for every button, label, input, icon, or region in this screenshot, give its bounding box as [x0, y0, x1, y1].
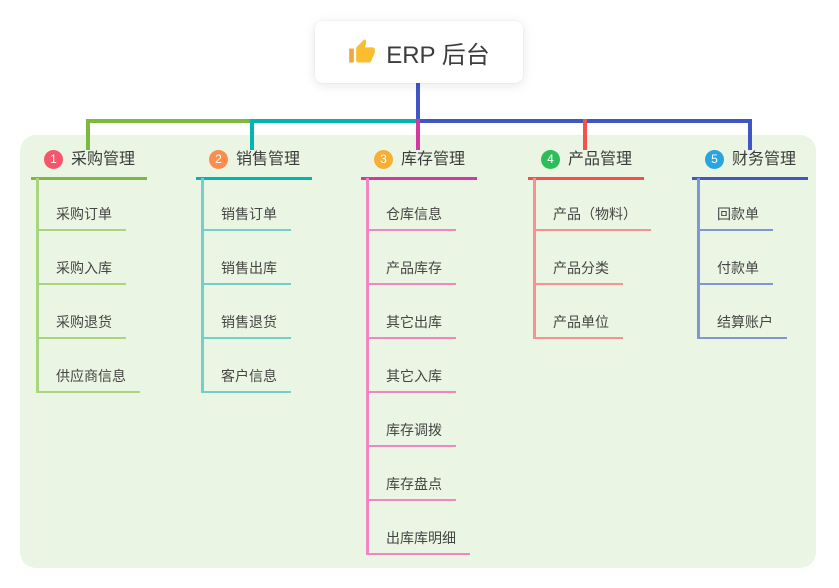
node-label: 结算账户: [717, 314, 773, 330]
branch-spine-inventory: [366, 178, 369, 555]
node-label: 采购退货: [56, 314, 112, 330]
mindmap-node[interactable]: 销售退货: [201, 314, 291, 339]
mindmap-node[interactable]: 其它出库: [366, 314, 456, 339]
mindmap-node[interactable]: 产品库存: [366, 260, 456, 285]
node-label: 其它入库: [386, 368, 442, 384]
node-label: 采购入库: [56, 260, 112, 276]
mindmap-node[interactable]: 结算账户: [697, 314, 787, 339]
branch-spine-sales: [201, 178, 204, 393]
branch-spine-product: [533, 178, 536, 339]
branch-label: 财务管理: [732, 151, 797, 168]
node-label: 产品单位: [553, 314, 609, 330]
mindmap-node[interactable]: 付款单: [697, 260, 773, 285]
branch-badge: 1: [44, 150, 63, 169]
mindmap-node[interactable]: 采购退货: [36, 314, 126, 339]
node-label: 库存盘点: [386, 476, 442, 492]
branch-badge: 5: [705, 150, 724, 169]
node-label: 产品分类: [553, 260, 609, 276]
mindmap-node[interactable]: 库存调拨: [366, 422, 456, 447]
branch-badge: 3: [374, 150, 393, 169]
branch-node-inventory[interactable]: 3 库存管理: [361, 149, 478, 180]
mindmap-node[interactable]: 仓库信息: [366, 206, 456, 231]
mindmap-node[interactable]: 库存盘点: [366, 476, 456, 501]
mindmap-node[interactable]: 产品（物料）: [533, 206, 651, 231]
branch-badge: 2: [209, 150, 228, 169]
branch-label: 采购管理: [71, 151, 136, 168]
drop-line-finance: [748, 119, 752, 150]
branch-badge: 4: [541, 150, 560, 169]
node-label: 库存调拨: [386, 422, 442, 438]
node-label: 产品（物料）: [553, 206, 637, 222]
root-node[interactable]: ERP 后台: [315, 21, 523, 83]
bus-line-sales: [252, 119, 418, 123]
branch-node-product[interactable]: 4 产品管理: [528, 149, 645, 180]
branch-label: 销售管理: [236, 151, 301, 168]
mindmap-node[interactable]: 产品分类: [533, 260, 623, 285]
mindmap-node[interactable]: 采购入库: [36, 260, 126, 285]
branch-node-sales[interactable]: 2 销售管理: [196, 149, 313, 180]
bus-line-purchase: [86, 119, 252, 123]
node-label: 采购订单: [56, 206, 112, 222]
node-label: 销售退货: [221, 314, 277, 330]
mindmap-node[interactable]: 供应商信息: [36, 368, 140, 393]
node-label: 回款单: [717, 206, 759, 222]
mindmap-node[interactable]: 采购订单: [36, 206, 126, 231]
node-label: 产品库存: [386, 260, 442, 276]
node-label: 其它出库: [386, 314, 442, 330]
node-label: 付款单: [717, 260, 759, 276]
node-label: 销售订单: [221, 206, 277, 222]
mindmap-node[interactable]: 出库库明细: [366, 530, 470, 555]
branch-spine-purchase: [36, 178, 39, 393]
drop-line-sales: [250, 119, 254, 150]
mindmap-node[interactable]: 客户信息: [201, 368, 291, 393]
mindmap-node[interactable]: 销售订单: [201, 206, 291, 231]
mindmap-node[interactable]: 产品单位: [533, 314, 623, 339]
node-label: 销售出库: [221, 260, 277, 276]
branches-panel: [20, 135, 816, 568]
drop-line-purchase: [86, 119, 90, 150]
thumbs-up-icon: [348, 38, 376, 66]
branch-node-finance[interactable]: 5 财务管理: [692, 149, 809, 180]
drop-line-inventory: [416, 119, 420, 150]
branch-label: 产品管理: [568, 151, 633, 168]
mindmap-node[interactable]: 其它入库: [366, 368, 456, 393]
branch-node-purchase[interactable]: 1 采购管理: [31, 149, 148, 180]
node-label: 仓库信息: [386, 206, 442, 222]
node-label: 出库库明细: [386, 530, 456, 546]
root-connector-line: [416, 83, 420, 123]
branch-label: 库存管理: [401, 151, 466, 168]
drop-line-product: [583, 119, 587, 150]
branch-spine-finance: [697, 178, 700, 339]
root-title: ERP 后台: [386, 41, 490, 69]
node-label: 供应商信息: [56, 368, 126, 384]
mindmap-node[interactable]: 销售出库: [201, 260, 291, 285]
node-label: 客户信息: [221, 368, 277, 384]
mindmap-node[interactable]: 回款单: [697, 206, 773, 231]
